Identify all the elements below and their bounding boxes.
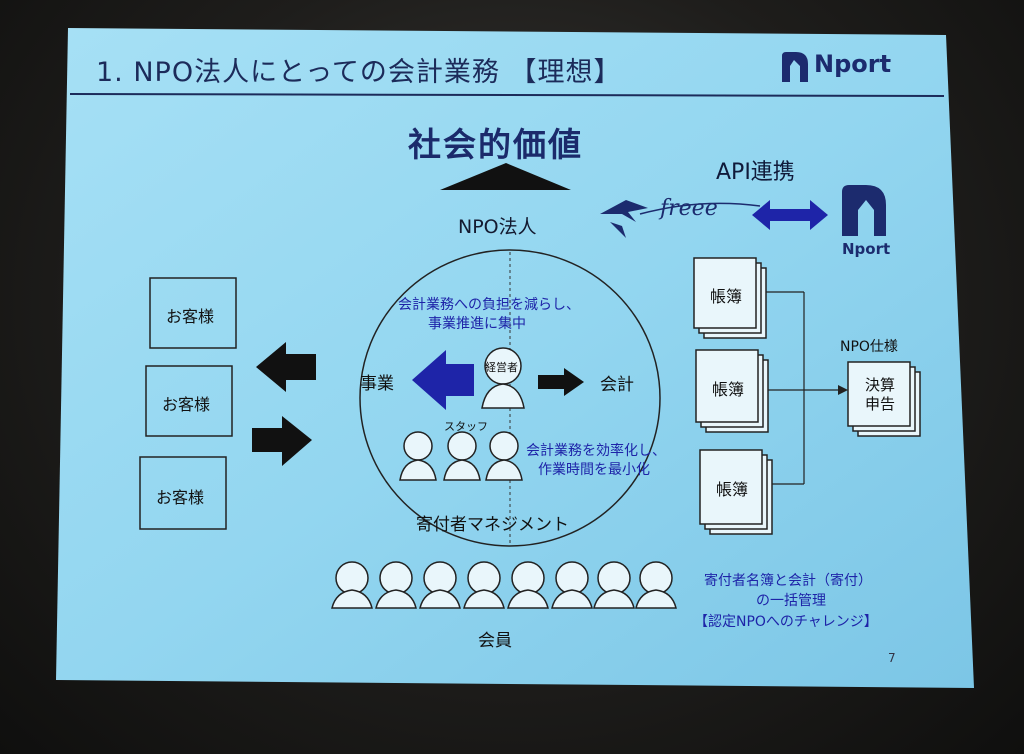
header-underline bbox=[69, 93, 945, 97]
accounting-label: 会計 bbox=[600, 375, 634, 395]
connector-arrowhead bbox=[838, 385, 848, 395]
settlement-label-2: 申告 bbox=[865, 395, 896, 413]
ledger-stack-1 bbox=[693, 257, 767, 339]
ledger-stack-2 bbox=[695, 349, 769, 433]
staff-label: スタッフ bbox=[444, 420, 488, 433]
arrow-from-customer bbox=[252, 416, 312, 466]
social-value-triangle bbox=[440, 163, 571, 190]
customer-label-1: お客様 bbox=[166, 307, 215, 326]
member-figures bbox=[331, 561, 677, 609]
circle-note-line-2: 事業推進に集中 bbox=[428, 316, 526, 332]
customer-label-3: お客様 bbox=[156, 488, 205, 507]
manager-figure bbox=[481, 347, 525, 409]
npo-corp-label: NPO法人 bbox=[458, 216, 537, 238]
settlement-stack bbox=[847, 361, 921, 437]
freee-logo-text: freee bbox=[660, 196, 718, 221]
ledger-stack-3 bbox=[699, 449, 773, 535]
api-link-label: API連携 bbox=[716, 160, 795, 185]
side-logo-text: Nport bbox=[842, 240, 891, 258]
header-logo-text: Nport bbox=[814, 50, 892, 78]
ledger-label-2: 帳簿 bbox=[712, 380, 745, 399]
slide-title: 1. NPO法人にとっての会計業務 【理想】 bbox=[96, 57, 622, 88]
donor-note-line-2: の一括管理 bbox=[756, 593, 826, 609]
donor-management-label: 寄付者マネジメント bbox=[416, 515, 569, 535]
nport-logo-mark bbox=[782, 52, 808, 82]
page-number: 7 bbox=[888, 651, 896, 665]
ledger-label-3: 帳簿 bbox=[716, 480, 749, 499]
arrow-to-customer bbox=[256, 342, 316, 392]
npo-spec-label: NPO仕様 bbox=[840, 339, 898, 355]
business-arrow bbox=[412, 350, 474, 410]
manager-label: 経営者 bbox=[485, 361, 518, 374]
donor-note-line-3: 【認定NPOへのチャレンジ】 bbox=[694, 614, 878, 630]
api-double-arrow bbox=[752, 200, 828, 230]
efficiency-note-line-2: 作業時間を最小化 bbox=[538, 462, 650, 478]
accounting-arrow bbox=[538, 368, 584, 396]
swallow-icon bbox=[600, 200, 648, 238]
customer-label-2: お客様 bbox=[162, 395, 211, 414]
settlement-label-1: 決算 bbox=[865, 376, 896, 394]
circle-note-line-1: 会計業務への負担を減らし、 bbox=[398, 297, 580, 313]
customer-box-1 bbox=[149, 277, 237, 349]
efficiency-note-line-1: 会計業務を効率化し、 bbox=[526, 443, 666, 459]
members-label: 会員 bbox=[478, 631, 512, 651]
customer-box-2 bbox=[145, 365, 233, 437]
social-value-heading: 社会的価値 bbox=[408, 125, 583, 164]
customer-box-3 bbox=[139, 456, 227, 530]
staff-figures bbox=[399, 431, 523, 481]
freee-wave bbox=[639, 202, 761, 215]
ledger-label-1: 帳簿 bbox=[710, 287, 743, 306]
npo-circle bbox=[359, 249, 661, 547]
business-label: 事業 bbox=[360, 374, 394, 394]
donor-note-line-1: 寄付者名簿と会計（寄付） bbox=[704, 573, 872, 589]
nport-side-logo-mark bbox=[842, 185, 886, 236]
ledger-connectors bbox=[766, 291, 846, 485]
